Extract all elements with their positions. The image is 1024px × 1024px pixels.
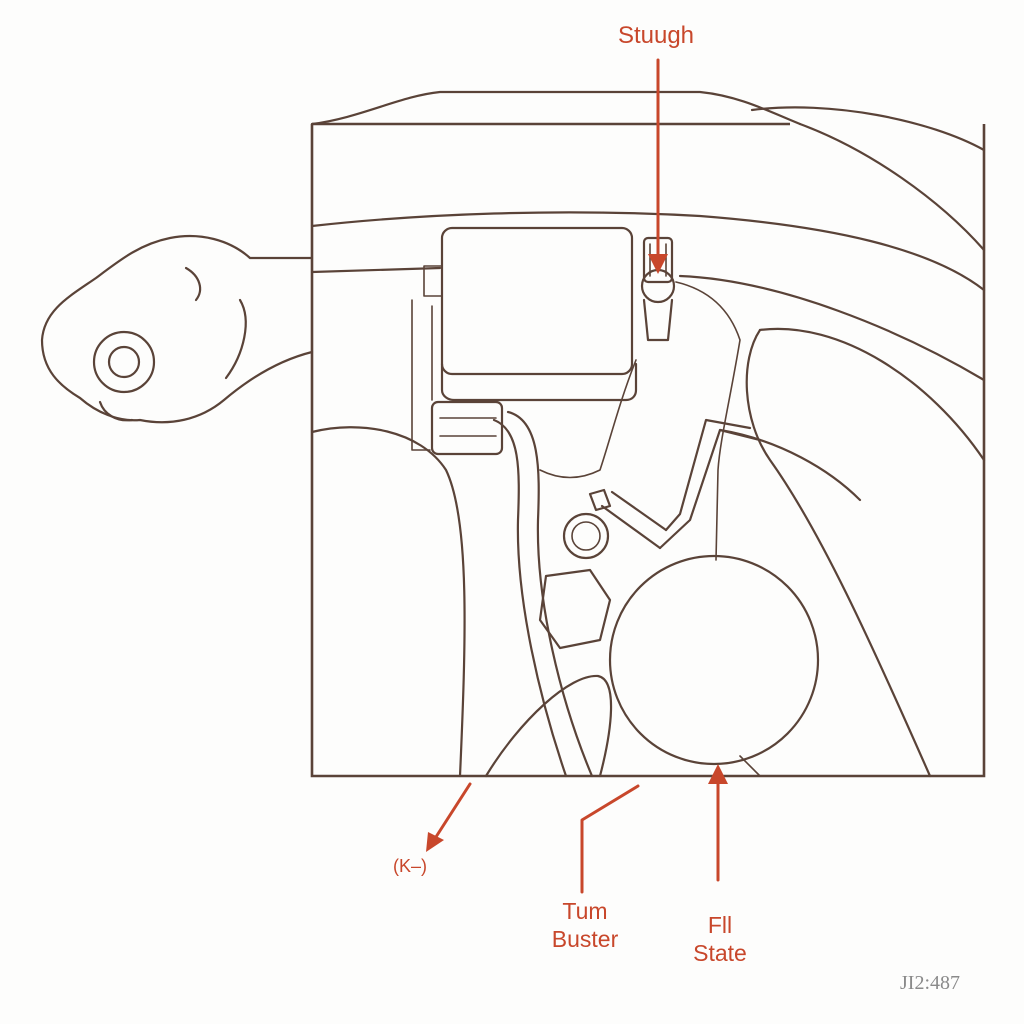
callout-arrow-bottom-right [708, 764, 728, 882]
callout-leader-bottom-middle [580, 784, 640, 894]
knob-icon [92, 330, 156, 394]
cable-run [539, 281, 741, 561]
reference-code: JI2:487 [900, 972, 960, 994]
pipe-clamp [562, 418, 762, 560]
label-fll-text: Fll [707, 912, 733, 938]
fender-lines [310, 211, 986, 462]
right-panel [718, 328, 932, 778]
label-buster-text: Buster [551, 925, 619, 952]
hood-outline [310, 90, 986, 252]
label-k: (K–) [380, 856, 440, 878]
fuse-box [411, 226, 638, 451]
main-hose [492, 410, 594, 778]
label-tum-buster: Tum Buster [530, 898, 640, 953]
label-fll-state: Fll State [670, 912, 770, 967]
fluid-reservoir [608, 554, 820, 777]
reservoir-cap [538, 568, 612, 650]
left-panel [310, 426, 466, 778]
label-stuugh-text: Stuugh [617, 22, 695, 49]
diagram-frame [310, 122, 986, 778]
label-stuugh: Stuugh [596, 22, 716, 51]
label-state-text: State [693, 939, 747, 966]
sensor-connector [640, 236, 676, 342]
label-tum-text: Tum [562, 898, 608, 924]
callout-arrow-bottom-left [426, 782, 472, 852]
lower-hose [484, 674, 613, 778]
hose-fitting [430, 400, 504, 456]
label-k-text: (K–) [392, 856, 427, 876]
callout-arrow-top [648, 58, 668, 274]
hand-illustration [40, 234, 314, 424]
